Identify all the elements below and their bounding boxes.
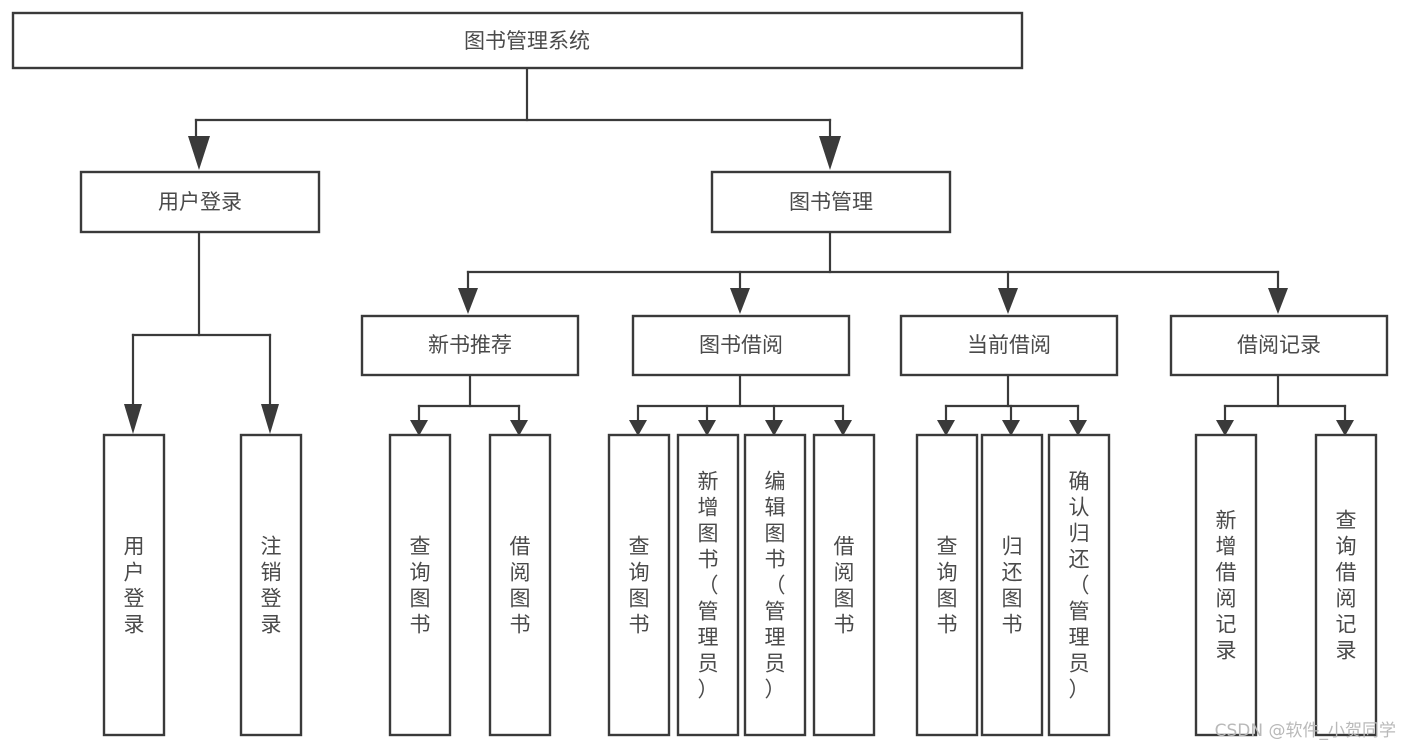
node-leaf-query-book-3-label: 查询图书 (937, 534, 958, 636)
node-leaf-borrow-book-1-label: 借阅图书 (510, 534, 531, 636)
node-book-manage-box[interactable] (710, 170, 952, 234)
node-leaf-query-book-2-box[interactable] (607, 433, 671, 737)
arrowhead-icon-leaf-query-book-1 (410, 420, 428, 436)
node-leaf-query-book-1-label: 查询图书 (410, 534, 431, 636)
node-leaf-return-book-label: 归还图书 (1002, 534, 1023, 636)
arrowhead-icon-leaf-query-record (1336, 420, 1354, 436)
arrowhead-icon-leaf-query-book-3 (937, 420, 955, 436)
arrowhead-icon-leaf-edit-book (765, 420, 783, 436)
node-current-borrow-label: 当前借阅 (967, 333, 1051, 357)
node-current-borrow-box[interactable] (899, 314, 1119, 377)
node-root-box[interactable] (11, 11, 1024, 70)
node-leaf-return-book[interactable]: 归还图书 (980, 433, 1044, 737)
arrowhead-icon-book-borrow (730, 288, 750, 314)
node-leaf-edit-book-label: 编辑图书（管理员） (765, 469, 786, 701)
node-leaf-return-book-box[interactable] (980, 433, 1044, 737)
node-new-book-recommend-label: 新书推荐 (428, 333, 512, 357)
arrowhead-icon-leaf-user-login (124, 404, 142, 434)
node-leaf-borrow-book-2-box[interactable] (812, 433, 876, 737)
node-leaf-query-book-1-box[interactable] (388, 433, 452, 737)
arrowhead-icon-leaf-add-record (1216, 420, 1234, 436)
arrowhead-layer (124, 136, 1354, 436)
arrowhead-icon-leaf-borrow-book-1 (510, 420, 528, 436)
node-user-login[interactable]: 用户登录 (79, 170, 321, 234)
arrowhead-icon-leaf-return-book (1002, 420, 1020, 436)
node-current-borrow[interactable]: 当前借阅 (899, 314, 1119, 377)
node-leaf-user-login-box[interactable] (102, 433, 166, 737)
arrowhead-icon-leaf-add-book (698, 420, 716, 436)
arrowhead-icon-book-manage (819, 136, 841, 170)
node-book-borrow-box[interactable] (631, 314, 851, 377)
arrowhead-icon-leaf-user-logout (261, 404, 279, 434)
node-leaf-add-book-label: 新增图书（管理员） (698, 469, 719, 701)
node-leaf-query-book-3[interactable]: 查询图书 (915, 433, 979, 737)
node-root-label: 图书管理系统 (464, 29, 590, 53)
node-leaf-add-record-box[interactable] (1194, 433, 1258, 737)
arrowhead-icon-borrow-record (1268, 288, 1288, 314)
arrowhead-icon-leaf-borrow-book-2 (834, 420, 852, 436)
node-borrow-record-label: 借阅记录 (1237, 333, 1321, 357)
node-new-book-recommend-box[interactable] (360, 314, 580, 377)
arrowhead-icon-leaf-query-book-2 (629, 420, 647, 436)
node-leaf-edit-book[interactable]: 编辑图书（管理员） (743, 433, 807, 737)
node-leaf-confirm-return-label: 确认归还（管理员） (1069, 469, 1090, 701)
node-leaf-borrow-book-2[interactable]: 借阅图书 (812, 433, 876, 737)
node-leaf-add-record-label: 新增借阅记录 (1216, 508, 1237, 662)
arrowhead-icon-leaf-confirm-return (1069, 420, 1087, 436)
node-leaf-user-logout-label: 注销登录 (261, 534, 282, 636)
node-book-manage-label: 图书管理 (789, 190, 873, 214)
node-leaf-user-logout[interactable]: 注销登录 (239, 433, 303, 737)
node-leaf-query-book-2-label: 查询图书 (629, 534, 650, 636)
node-leaf-borrow-book-2-label: 借阅图书 (834, 534, 855, 636)
node-leaf-add-book-box[interactable] (676, 433, 740, 737)
watermark-label: CSDN @软件_小贺同学 (1215, 721, 1396, 741)
node-root[interactable]: 图书管理系统 (11, 11, 1024, 70)
node-leaf-query-record-box[interactable] (1314, 433, 1378, 737)
node-user-login-label: 用户登录 (158, 190, 242, 214)
node-leaf-add-book[interactable]: 新增图书（管理员） (676, 433, 740, 737)
node-leaf-user-logout-box[interactable] (239, 433, 303, 737)
node-new-book-recommend[interactable]: 新书推荐 (360, 314, 580, 377)
connector-layer (131, 66, 1347, 422)
node-borrow-record-box[interactable] (1169, 314, 1389, 377)
node-book-borrow[interactable]: 图书借阅 (631, 314, 851, 377)
node-leaf-confirm-return[interactable]: 确认归还（管理员） (1047, 433, 1111, 737)
arrowhead-icon-new-book-recommend (458, 288, 478, 314)
node-leaf-user-login[interactable]: 用户登录 (102, 433, 166, 737)
node-leaf-query-book-3-box[interactable] (915, 433, 979, 737)
node-book-manage[interactable]: 图书管理 (710, 170, 952, 234)
node-leaf-add-record[interactable]: 新增借阅记录 (1194, 433, 1258, 737)
arrowhead-icon-user-login (188, 136, 210, 170)
node-leaf-edit-book-box[interactable] (743, 433, 807, 737)
node-leaf-user-login-label: 用户登录 (124, 534, 145, 636)
node-user-login-box[interactable] (79, 170, 321, 234)
node-leaf-borrow-book-1[interactable]: 借阅图书 (488, 433, 552, 737)
arrowhead-icon-current-borrow (998, 288, 1018, 314)
node-leaf-query-book-2[interactable]: 查询图书 (607, 433, 671, 737)
node-borrow-record[interactable]: 借阅记录 (1169, 314, 1389, 377)
node-leaf-query-record-label: 查询借阅记录 (1336, 508, 1357, 662)
node-leaf-query-record[interactable]: 查询借阅记录 (1314, 433, 1378, 737)
node-leaf-borrow-book-1-box[interactable] (488, 433, 552, 737)
node-leaf-confirm-return-box[interactable] (1047, 433, 1111, 737)
node-book-borrow-label: 图书借阅 (699, 333, 783, 357)
node-leaf-query-book-1[interactable]: 查询图书 (388, 433, 452, 737)
